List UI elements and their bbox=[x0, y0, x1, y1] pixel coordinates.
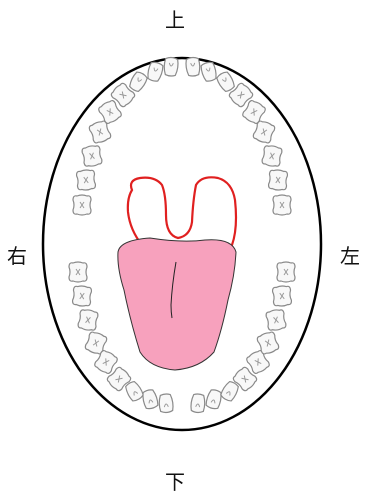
lower-tooth-10 bbox=[190, 393, 205, 413]
upper-tooth-3 bbox=[81, 145, 102, 168]
upper-tooth-7 bbox=[128, 70, 149, 93]
lower-tooth-8 bbox=[141, 389, 159, 410]
lower-tooth-18 bbox=[277, 262, 295, 282]
upper-tooth-2 bbox=[76, 169, 96, 190]
lower-tooth-1 bbox=[69, 262, 87, 282]
lower-tooth-9 bbox=[158, 393, 173, 413]
upper-tooth-12 bbox=[215, 70, 236, 93]
lower-tooth-17 bbox=[272, 285, 292, 306]
tongue bbox=[118, 238, 236, 370]
palate-outline bbox=[128, 177, 236, 245]
upper-tooth-16 bbox=[261, 145, 282, 168]
upper-tooth-17 bbox=[268, 169, 288, 190]
upper-tooth-10 bbox=[185, 57, 200, 77]
upper-tooth-1 bbox=[73, 195, 91, 215]
upper-teeth bbox=[73, 57, 291, 215]
lower-tooth-2 bbox=[72, 285, 92, 306]
lower-tooth-11 bbox=[205, 389, 223, 410]
upper-tooth-9 bbox=[163, 57, 178, 77]
upper-tooth-18 bbox=[273, 195, 291, 215]
lower-tooth-3 bbox=[77, 309, 98, 332]
lower-tooth-16 bbox=[265, 309, 286, 332]
